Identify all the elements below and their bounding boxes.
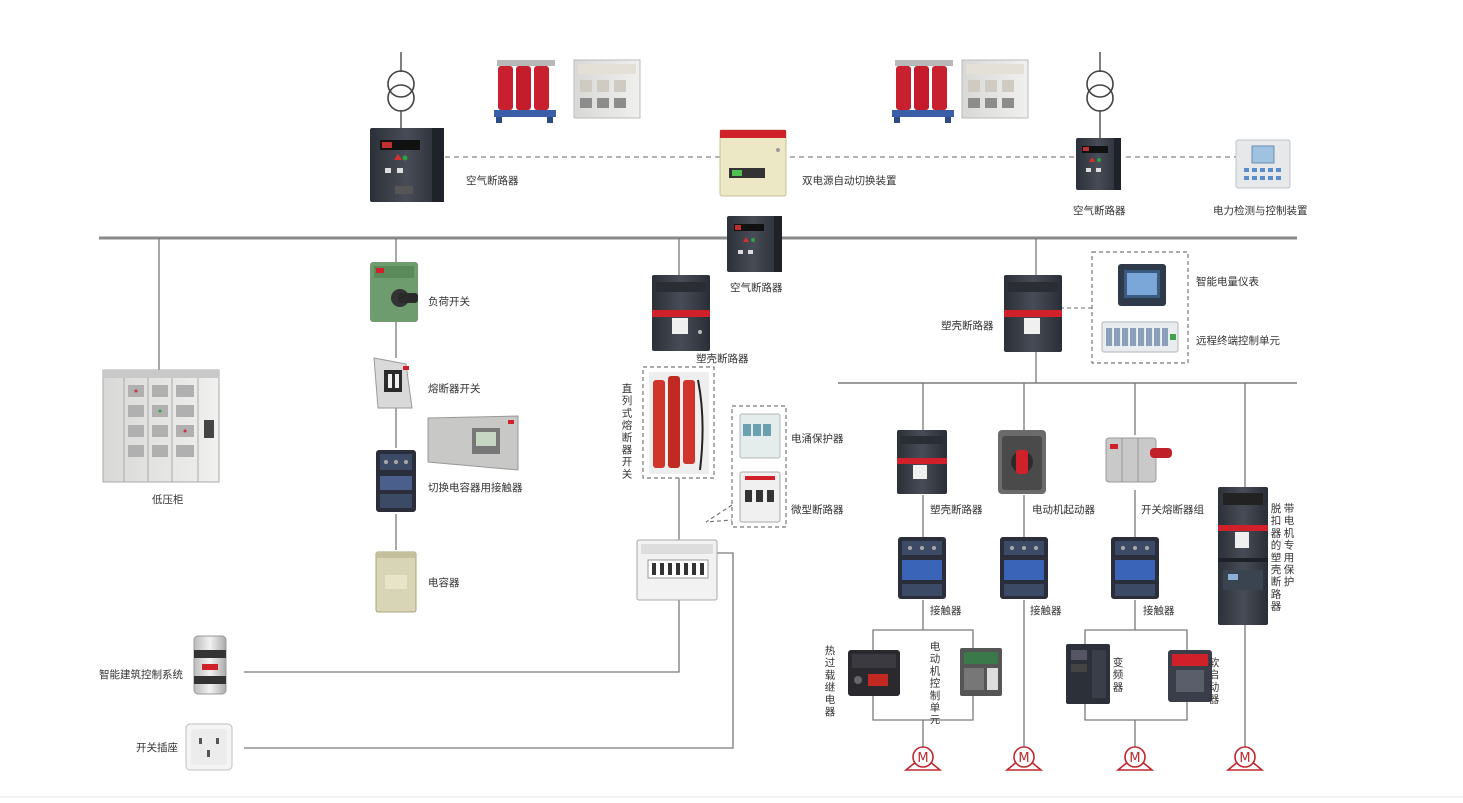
- transformer-symbol-right: [1086, 70, 1114, 112]
- label-motor-protection-mccb: 带电机专用保护脱扣器的塑壳断路器: [1271, 502, 1295, 613]
- power-monitor-device-icon: [1235, 139, 1291, 189]
- label-capacitor: 电容器: [428, 576, 460, 589]
- spd-mcb-dashed-box: [731, 405, 787, 528]
- svg-text:M: M: [1239, 751, 1250, 766]
- rtu-icon: [1101, 321, 1179, 353]
- smart-meter-icon: [1118, 264, 1166, 306]
- label-contactor1: 接触器: [930, 604, 962, 617]
- label-rtu: 远程终端控制单元: [1196, 334, 1280, 347]
- smart-building-controller-icon: [193, 635, 227, 695]
- dry-transformer-left-icon: [494, 60, 556, 123]
- contactor2-icon: [1000, 537, 1048, 599]
- transformer-symbol-left: [387, 70, 415, 112]
- soft-starter-icon: [1168, 650, 1212, 702]
- label-smart-building: 智能建筑控制系统: [99, 668, 183, 681]
- motor-control-unit-icon: [960, 648, 1002, 696]
- wall-socket-icon: [185, 723, 233, 771]
- label-contactor2: 接触器: [1030, 604, 1062, 617]
- label-mccb-center: 塑壳断路器: [696, 352, 749, 365]
- acb-top-right-icon: [1076, 138, 1121, 190]
- label-lv-cabinet: 低压柜: [152, 493, 184, 506]
- lv-cabinet-icon: [102, 369, 220, 483]
- label-contactor3: 接触器: [1143, 604, 1175, 617]
- contactor3-icon: [1111, 537, 1159, 599]
- label-motor-control-unit: 电动机控制单元: [930, 640, 941, 726]
- capacitor-controller-panel-icon: [427, 415, 519, 471]
- label-fuse-switch: 熔断器开关: [428, 382, 481, 395]
- label-motor-starter: 电动机起动器: [1032, 503, 1095, 516]
- label-surge-protector: 电涌保护器: [791, 432, 844, 445]
- mcb-icon: [739, 471, 781, 523]
- label-mccb-right: 塑壳断路器: [941, 319, 994, 332]
- labels: 空气断路器 双电源自动切换装置 空气断路器 电力检测与控制装置 空气断路器 低压…: [99, 174, 1308, 754]
- wiring: [0, 52, 1463, 798]
- motor-protection-mccb-icon: [1218, 487, 1268, 625]
- label-capacitor-contactor: 切换电容器用接触器: [428, 481, 523, 494]
- label-acb-mid: 空气断路器: [730, 281, 783, 294]
- contactor1-icon: [898, 537, 946, 599]
- mccb-right-icon: [1004, 275, 1062, 352]
- fuse-switch-icon: [373, 357, 413, 409]
- vertical-labels: 直列式熔断器开关 热过载继电器 电动机控制单元 变频器 软启动器 带电机专用保护…: [622, 382, 1295, 726]
- motor-starter-icon: [998, 430, 1046, 494]
- mccb-center-icon: [652, 275, 710, 351]
- inline-fuse-switch-icon: [649, 372, 709, 474]
- label-soft-starter: 软启动器: [1209, 656, 1220, 706]
- label-acb-top-left: 空气断路器: [466, 174, 519, 187]
- acb-mid-icon: [727, 216, 782, 272]
- label-power-monitor: 电力检测与控制装置: [1213, 204, 1308, 217]
- motor-symbol-4: M: [1225, 746, 1265, 771]
- switch-fuse-group-icon: [1105, 437, 1172, 483]
- label-acb-top-right: 空气断路器: [1073, 204, 1126, 217]
- motor-symbol-1: M: [903, 746, 943, 771]
- surge-protector-icon: [739, 413, 781, 459]
- label-smart-meter: 智能电量仪表: [1196, 275, 1259, 288]
- dry-transformer-right-icon: [892, 60, 954, 123]
- distribution-box-icon: [636, 539, 718, 601]
- mccb-branch1-icon: [897, 430, 947, 494]
- label-socket: 开关插座: [136, 741, 178, 754]
- svg-text:M: M: [1018, 751, 1029, 766]
- label-thermal-relay: 热过载继电器: [825, 644, 836, 718]
- capacitor-contactor-icon: [376, 450, 416, 512]
- label-switch-fuse-group: 开关熔断器组: [1141, 503, 1204, 516]
- load-switch-icon: [370, 262, 418, 322]
- label-ats: 双电源自动切换装置: [802, 174, 897, 187]
- motor-symbol-3: M: [1115, 746, 1155, 771]
- label-mccb-branch1: 塑壳断路器: [930, 503, 983, 516]
- ats-device-icon: [719, 129, 787, 197]
- switchgear-cabinet-left-icon: [573, 59, 641, 119]
- label-inline-fuse-switch: 直列式熔断器开关: [622, 382, 633, 480]
- thermal-relay-icon: [848, 650, 900, 696]
- motor-symbol-2: M: [1004, 746, 1044, 771]
- svg-text:M: M: [917, 751, 928, 766]
- inline-fuse-dashed-box: [642, 366, 715, 479]
- vfd-icon: [1066, 644, 1110, 704]
- label-vfd: 变频器: [1113, 656, 1124, 693]
- capacitor-icon: [375, 551, 417, 613]
- svg-text:M: M: [1129, 751, 1140, 766]
- label-mcb: 微型断路器: [791, 503, 844, 516]
- switchgear-cabinet-right-icon: [961, 59, 1029, 119]
- label-load-switch: 负荷开关: [428, 295, 470, 308]
- meter-rtu-dashed-box: [1091, 251, 1189, 364]
- acb-top-left-icon: [370, 128, 444, 202]
